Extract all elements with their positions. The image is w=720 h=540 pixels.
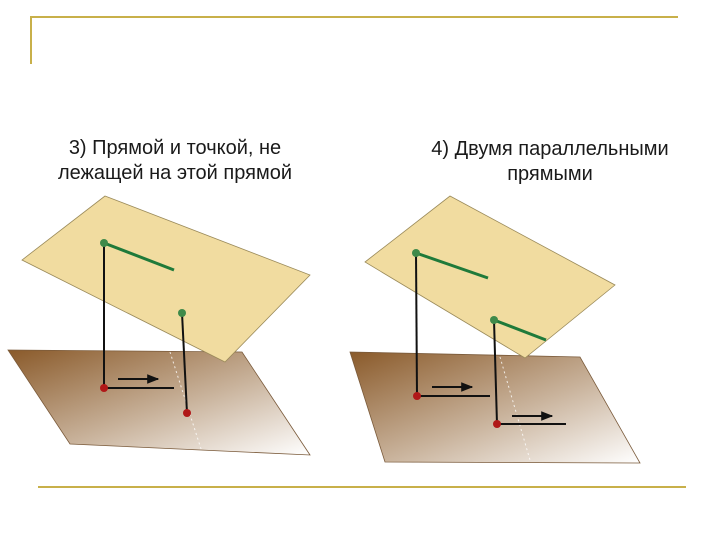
projector-b-3 — [181, 312, 188, 414]
upper-plane-3 — [21, 195, 311, 363]
red-point-a-4 — [413, 392, 421, 400]
green-point-a-3 — [100, 239, 108, 247]
caption-case-4-line-1: 4) Двумя параллельными — [431, 138, 669, 160]
frame-bottom-line — [38, 486, 686, 488]
caption-case-3-line-1: 3) Прямой и точкой, не — [68, 137, 282, 159]
caption-case-3: 3) Прямой и точкой, не лежащей на этой п… — [20, 136, 330, 186]
green-point-a-4 — [412, 249, 420, 257]
frame-left-line — [30, 16, 32, 64]
green-point-b-4 — [490, 316, 498, 324]
red-point-a-3 — [100, 384, 108, 392]
diagram-case-3 — [7, 195, 311, 456]
caption-case-4: 4) Двумя параллельными прямыми — [390, 137, 710, 187]
lower-plane-3 — [7, 349, 311, 456]
red-point-b-4 — [493, 420, 501, 428]
upper-plane-4 — [364, 195, 616, 359]
green-line-3 — [103, 241, 175, 272]
caption-case-4-line-2: прямыми — [507, 163, 593, 185]
caption-case-3-line-2: лежащей на этой прямой — [57, 162, 293, 184]
projector-b-4 — [493, 319, 498, 425]
green-line-b-4 — [493, 318, 547, 342]
frame-top-line — [30, 16, 678, 18]
lower-plane-4 — [349, 351, 641, 464]
red-point-b-3 — [183, 409, 191, 417]
projector-a-4 — [415, 252, 418, 397]
green-point-b-3 — [178, 309, 186, 317]
green-line-a-4 — [415, 251, 489, 280]
diagram-case-4 — [349, 195, 641, 464]
